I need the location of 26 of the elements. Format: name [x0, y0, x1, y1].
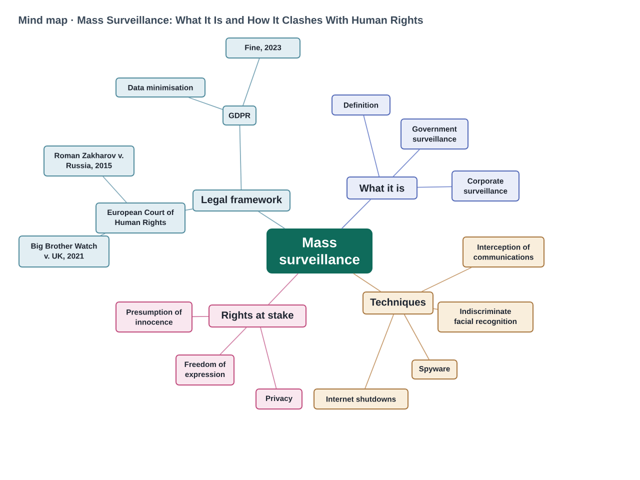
branch-box: What it is [346, 176, 418, 200]
connector-line [100, 233, 106, 236]
connector-line [239, 125, 242, 190]
connector-line [363, 115, 380, 177]
connector-line [341, 199, 372, 229]
connector-line [185, 208, 193, 211]
connector-line [258, 211, 286, 229]
connector-line [417, 186, 452, 188]
central-topic-box: Mass surveillance [266, 228, 372, 274]
connector-line [192, 316, 209, 318]
connector-line [421, 267, 472, 292]
connector-line [188, 97, 223, 110]
connector-line [242, 58, 260, 106]
connector-line [102, 176, 127, 203]
connector-line [220, 327, 247, 355]
connector-line [404, 314, 430, 360]
connector-line [260, 327, 277, 389]
connector-line [268, 273, 298, 305]
title-text: Mind map · Mass Surveillance: What It Is and How It Clashes With Human Rights [18, 16, 423, 26]
branch-box: Rights at stake [208, 304, 306, 328]
branch-box: Techniques [362, 292, 434, 314]
connector-line [353, 273, 382, 292]
branch-box: Legal framework [192, 190, 290, 212]
connector-line [433, 308, 438, 310]
connector-line [364, 314, 394, 389]
connector-line [392, 149, 420, 177]
